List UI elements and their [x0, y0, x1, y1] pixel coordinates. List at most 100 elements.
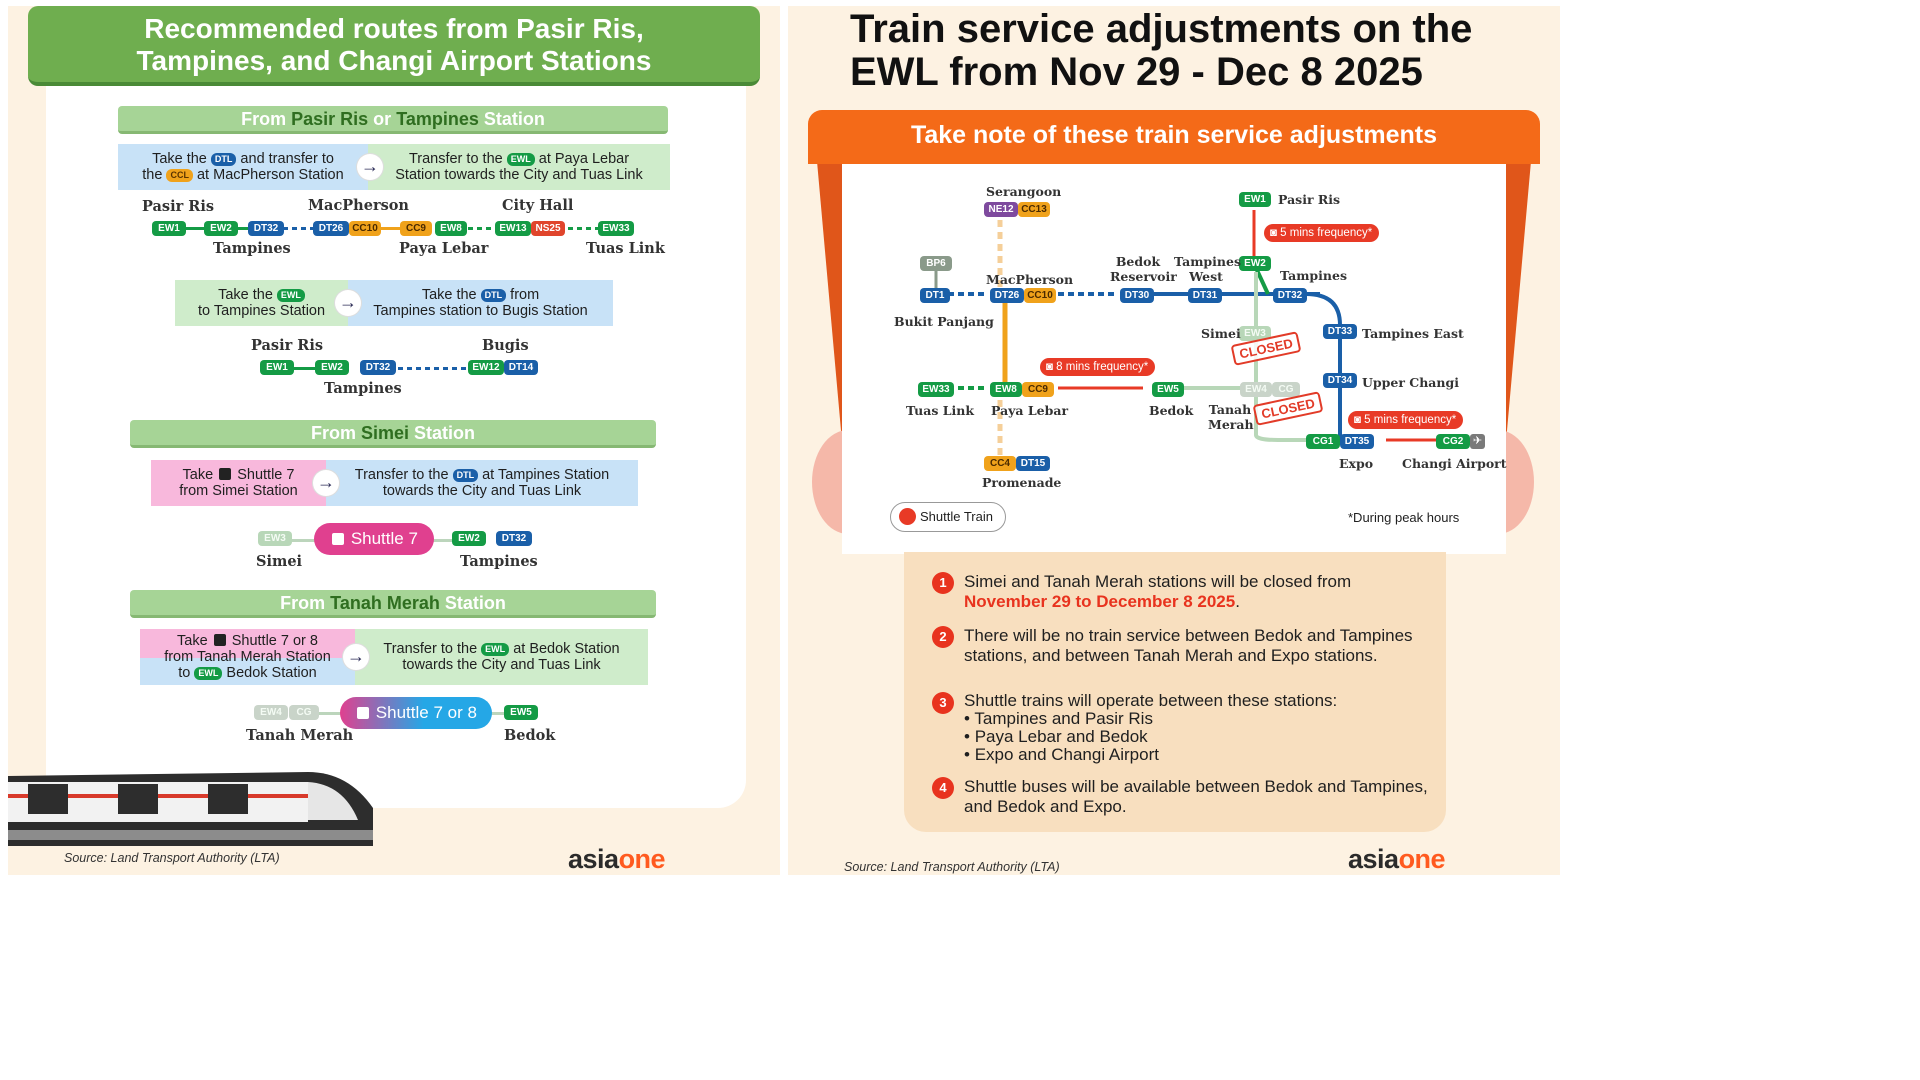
name-tanah-merah: Tanah Merah [1208, 402, 1254, 432]
t: Shuttle buses will be available between … [964, 777, 1428, 816]
label-bedok: Bedok [504, 727, 556, 744]
code-DT26: DT26 [313, 221, 349, 236]
code-EW1: EW1 [260, 360, 294, 375]
ewl-pill: EWL [506, 153, 535, 166]
name-tampines-west: Tampines West [1174, 254, 1241, 284]
code-EW8: EW8 [990, 382, 1022, 397]
date-range: November 29 to December 8 2025 [964, 592, 1236, 611]
t: Take the [218, 287, 277, 303]
code-DT32: DT32 [1273, 288, 1307, 303]
line-segment [283, 227, 317, 230]
label-tuas-link: Tuas Link [586, 240, 665, 257]
sec1-mid: or [368, 109, 397, 129]
sec1-instr1-right: Transfer to the EWL at Paya Lebar Statio… [368, 144, 670, 190]
title-line-1: Train service adjustments on the [850, 7, 1473, 51]
sec1-instr2-left: Take the EWL to Tampines Station [175, 280, 348, 326]
code-NE12: NE12 [984, 202, 1018, 217]
t: Shuttle 7 [350, 529, 418, 548]
ewl-pill: EWL [194, 667, 223, 680]
code-DT30: DT30 [1120, 288, 1154, 303]
code-EW5: EW5 [504, 705, 538, 720]
sec2-instruction: Take Shuttle 7 from Simei Station Transf… [151, 460, 638, 506]
t: Take [182, 467, 218, 483]
code-EW2: EW2 [315, 360, 349, 375]
title-line-2: EWL from Nov 29 - Dec 8 2025 [850, 50, 1423, 94]
name-changi-airport: Changi Airport [1402, 456, 1507, 471]
sec3-instr-right: Transfer to the EWL at Bedok Station tow… [355, 629, 648, 685]
note-number: 3 [932, 692, 954, 714]
train-icon: ◙ [1046, 361, 1057, 373]
t: Shuttle 7 [233, 467, 295, 483]
shuttle-7-or-8-pill: Shuttle 7 or 8 [340, 697, 492, 729]
name-paya-lebar: Paya Lebar [991, 403, 1069, 418]
label-macpherson: MacPherson [308, 197, 409, 214]
t: Tampines and Pasir Ris [974, 709, 1153, 728]
name-pasir-ris: Pasir Ris [1278, 192, 1341, 207]
code-CC4: CC4 [984, 456, 1016, 471]
freq-badge-pasir-ris: ◙ 5 mins frequency* [1264, 224, 1380, 242]
dtl-pill: DTL [210, 153, 237, 166]
code-CC13: CC13 [1018, 202, 1050, 217]
ewl-pill: EWL [481, 643, 510, 656]
label-paya-lebar: Paya Lebar [399, 240, 489, 257]
t: Shuttle 7 or 8 [375, 703, 477, 722]
t: Shuttle Train [920, 509, 993, 524]
label-tanah-merah: Tanah Merah [246, 727, 354, 744]
line-segment [278, 367, 338, 370]
line-segment [568, 227, 602, 230]
name-tuas-link: Tuas Link [906, 403, 975, 418]
name-tampines-east: Tampines East [1362, 326, 1464, 341]
code-BP6: BP6 [920, 256, 952, 271]
code-DT32: DT32 [360, 360, 396, 375]
t: from Tanah Merah Station [164, 649, 331, 665]
t: Expo and Changi Airport [974, 745, 1159, 764]
right-infographic: Train service adjustments on the EWL fro… [788, 6, 1560, 875]
source-note: Source: Land Transport Authority (LTA) [64, 851, 280, 865]
t: 8 mins frequency* [1056, 361, 1149, 373]
name-bedok: Bedok [1149, 403, 1194, 418]
sec1-instr2-right: Take the DTL from Tampines station to Bu… [348, 280, 613, 326]
t: to Tampines Station [197, 303, 326, 319]
code-CC10: CC10 [349, 221, 381, 236]
freq-badge-paya-lebar: ◙ 8 mins frequency* [1040, 358, 1156, 376]
t: at Bedok Station [509, 641, 620, 657]
routes-banner: Recommended routes from Pasir Ris, Tampi… [28, 6, 760, 86]
t: Transfer to the [354, 467, 453, 483]
train-icon: ◙ [1270, 227, 1281, 239]
line-segment [378, 227, 402, 230]
name-serangoon: Serangoon [986, 184, 1062, 199]
label-simei: Simei [256, 553, 303, 570]
t: at Paya Lebar [534, 151, 630, 167]
name-upper-changi: Upper Changi [1362, 375, 1459, 390]
t: Take [177, 633, 212, 649]
t: . [1235, 592, 1240, 611]
label-pasir-ris-2: Pasir Ris [251, 337, 323, 354]
label-bugis: Bugis [482, 337, 529, 354]
t: asia [568, 844, 619, 874]
label-city-hall: City Hall [502, 197, 574, 214]
code-CG: CG [1272, 382, 1300, 397]
label-tampines-2: Tampines [324, 380, 402, 397]
mrt-train-illustration [8, 772, 373, 846]
code-EW13: EW13 [495, 221, 531, 236]
code-EW4: EW4 [1240, 382, 1272, 397]
banner-line-2: Tampines, and Changi Airport Stations [136, 45, 652, 76]
code-DT15: DT15 [1016, 456, 1050, 471]
sec2-instr-right: Transfer to the DTL at Tampines Station … [326, 460, 638, 506]
left-infographic: Recommended routes from Pasir Ris, Tampi… [8, 6, 780, 875]
board-title: Take note of these train service adjustm… [808, 110, 1540, 164]
t: from Simei Station [179, 483, 298, 499]
sec3-pre: From [280, 593, 331, 613]
code-EW12: EW12 [468, 360, 504, 375]
note-2: 2 There will be no train service between… [932, 626, 1434, 666]
bullet: • Paya Lebar and Bedok [964, 727, 1148, 746]
t: Take the [421, 287, 481, 303]
name-bedok-reservoir: Bedok Reservoir [1110, 254, 1177, 284]
sec2-post: Station [409, 423, 476, 443]
bullet: • Expo and Changi Airport [964, 745, 1159, 764]
sec3-instruction: Take Shuttle 7 or 8 from Tanah Merah Sta… [140, 629, 648, 685]
t: 5 mins frequency* [1364, 414, 1457, 426]
note-4: 4 Shuttle buses will be available betwee… [932, 777, 1434, 817]
section-header-tanah-merah: From Tanah Merah Station [130, 590, 656, 618]
sec1-pre: From [241, 109, 292, 129]
